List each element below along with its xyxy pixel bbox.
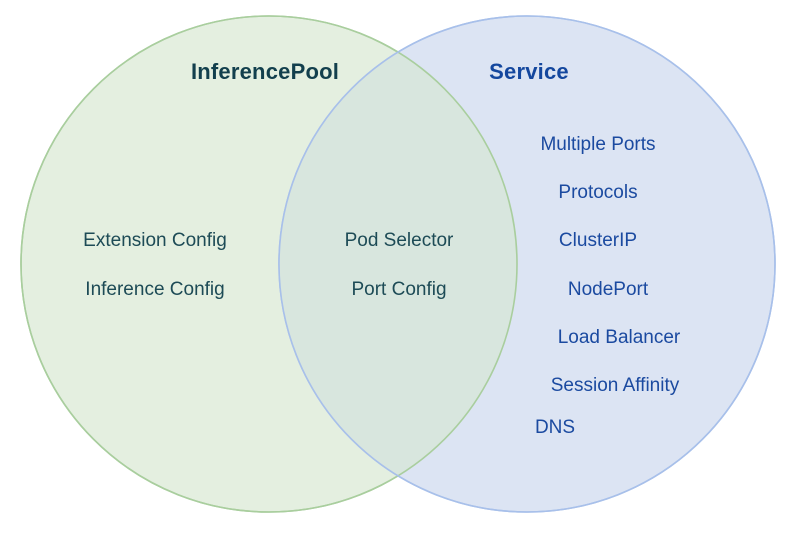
- intersection-item-port-config: Port Config: [351, 279, 447, 300]
- right-set-item-load-balancer: Load Balancer: [557, 327, 681, 348]
- intersection-region[interactable]: [279, 16, 775, 512]
- right-set-item-clusterip: ClusterIP: [558, 230, 638, 251]
- right-set-item-protocols: Protocols: [558, 182, 638, 203]
- left-set-outline: [20, 15, 518, 513]
- intersection-circle: [279, 16, 517, 512]
- left-set-item-extension-config: Extension Config: [83, 230, 227, 251]
- right-set-item-nodeport: NodePort: [567, 279, 649, 300]
- right-set-item-dns: DNS: [534, 417, 576, 438]
- right-set-item-session-affinity: Session Affinity: [550, 375, 680, 396]
- right-set-item-multiple-ports: Multiple Ports: [540, 134, 656, 155]
- right-set-title: Service: [489, 59, 569, 84]
- intersection-item-pod-selector: Pod Selector: [344, 230, 454, 251]
- right-set-outline: [278, 15, 776, 513]
- left-set-title: InferencePool: [190, 59, 340, 84]
- left-set-item-inference-config: Inference Config: [85, 279, 225, 300]
